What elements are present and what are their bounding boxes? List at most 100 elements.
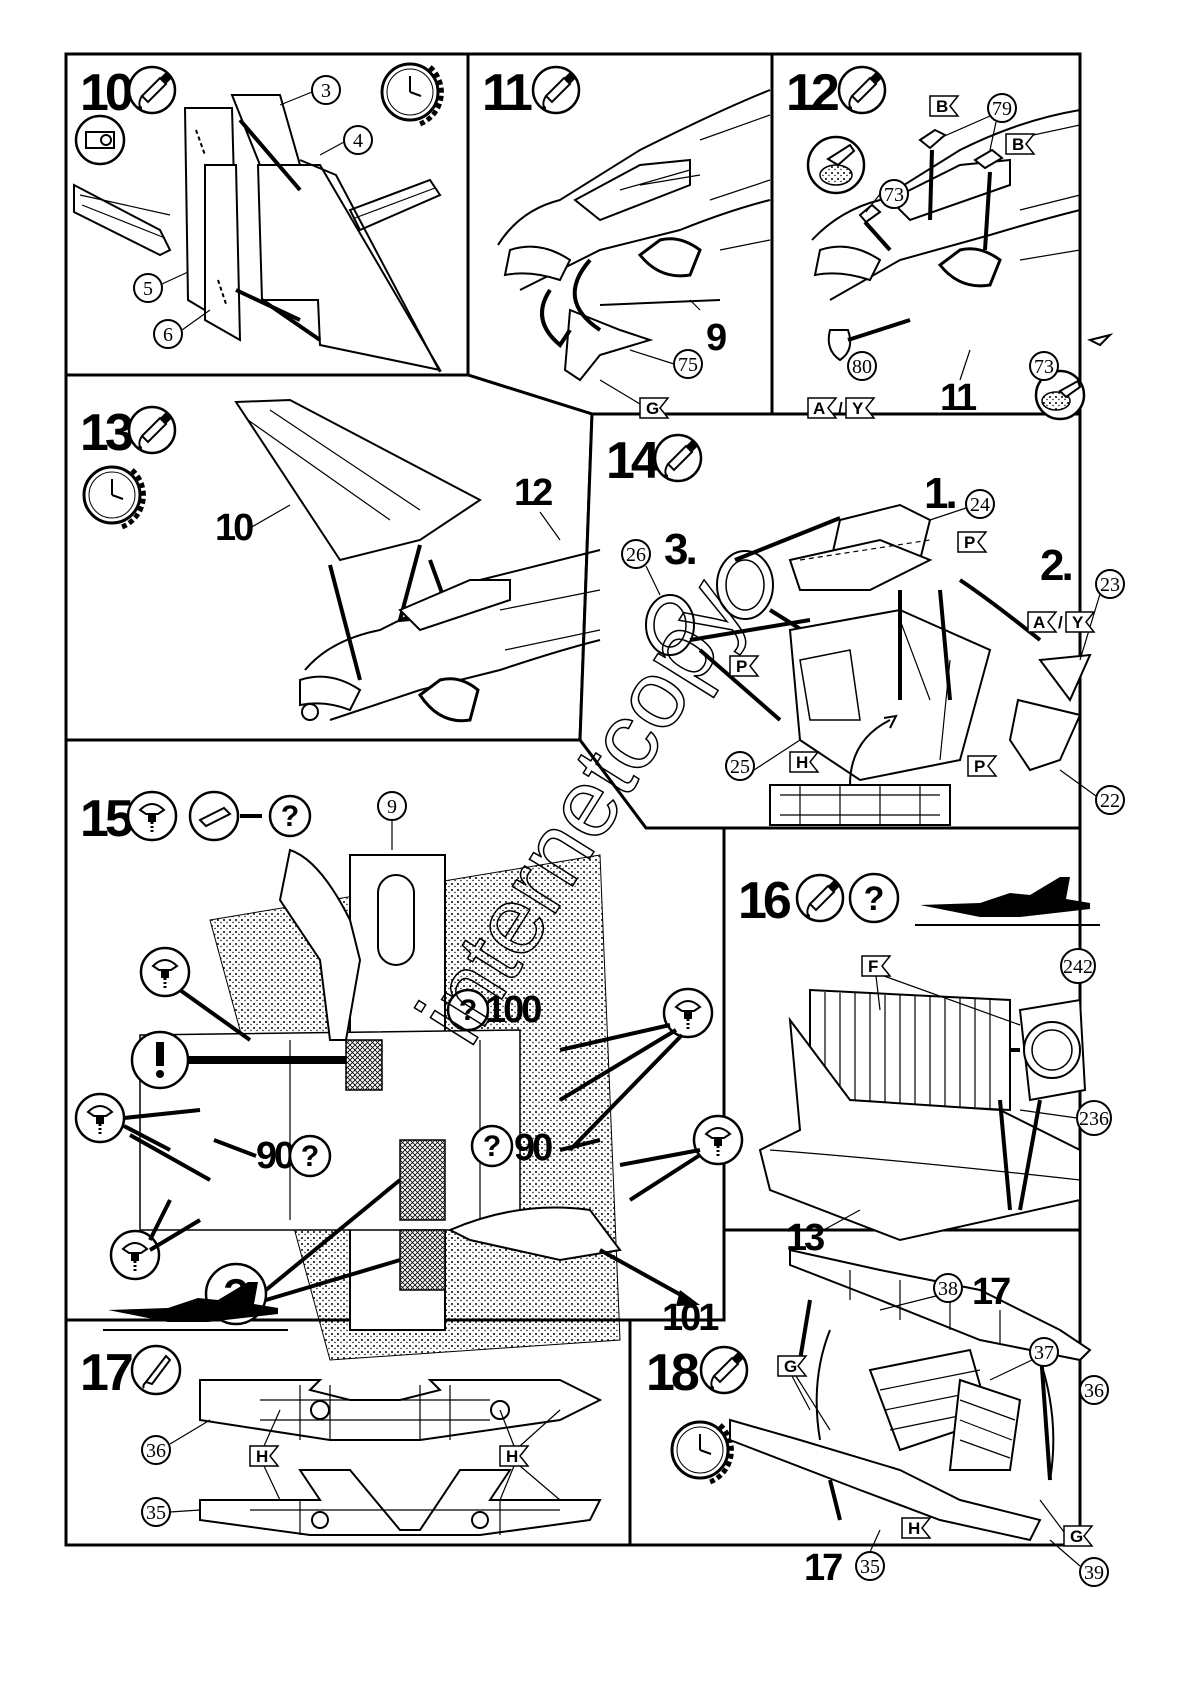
drill-icon xyxy=(694,1116,742,1164)
svg-text:/: / xyxy=(838,399,843,418)
knife-icon xyxy=(190,792,238,840)
part-24: 24 xyxy=(966,490,994,518)
svg-text:/: / xyxy=(1058,613,1063,632)
svg-text:36: 36 xyxy=(1084,1380,1104,1402)
svg-text:H: H xyxy=(506,1447,518,1466)
svg-text:B: B xyxy=(936,97,948,116)
drill-icon xyxy=(141,948,189,996)
svg-text:25: 25 xyxy=(730,756,750,778)
part-23: 23 xyxy=(1096,570,1124,598)
part-3: 3 xyxy=(312,76,340,104)
part-36: 36 xyxy=(1080,1376,1108,1404)
exclamation-icon xyxy=(132,1032,188,1088)
glue-tube-icon xyxy=(655,435,701,481)
substep-1: 1. xyxy=(924,469,955,518)
label-101: 101 xyxy=(662,1297,719,1339)
svg-text:5: 5 xyxy=(143,278,153,300)
part-75: 75 xyxy=(674,350,702,378)
part-80: 80 xyxy=(848,352,876,380)
step-10-number: 10 xyxy=(80,64,132,122)
glue-tube-icon xyxy=(797,875,843,921)
svg-text:Y: Y xyxy=(852,399,864,418)
svg-text:9: 9 xyxy=(387,796,397,818)
svg-text:36: 36 xyxy=(146,1440,166,1462)
flag-G-2: G xyxy=(1064,1526,1092,1546)
svg-text:35: 35 xyxy=(860,1556,880,1578)
label-11: 11 xyxy=(940,377,977,419)
svg-text:G: G xyxy=(646,399,659,418)
part-242: 242 xyxy=(1061,949,1095,983)
svg-text:35: 35 xyxy=(146,1502,166,1524)
part-35: 35 xyxy=(856,1552,884,1580)
label-10: 10 xyxy=(215,507,253,549)
svg-text:A: A xyxy=(813,399,825,418)
label-12: 12 xyxy=(514,472,552,514)
svg-text:6: 6 xyxy=(163,324,173,346)
part-26: 26 xyxy=(622,540,650,568)
svg-text:26: 26 xyxy=(626,544,646,566)
drill-icon xyxy=(128,792,176,840)
brush-icon xyxy=(132,1346,180,1394)
question-icon xyxy=(290,1136,330,1176)
flag-Y: Y xyxy=(1066,612,1094,632)
part-73b: 73 xyxy=(1030,352,1058,380)
svg-text:H: H xyxy=(256,1447,268,1466)
part-39: 39 xyxy=(1080,1558,1108,1586)
svg-text:38: 38 xyxy=(938,1278,958,1300)
question-icon xyxy=(270,796,310,836)
part-22: 22 xyxy=(1096,786,1124,814)
svg-text:39: 39 xyxy=(1084,1562,1104,1584)
glue-tube-icon xyxy=(701,1347,747,1393)
part-37: 37 xyxy=(1030,1338,1058,1366)
step-13-number: 13 xyxy=(80,404,133,462)
glue-tube-icon xyxy=(839,67,885,113)
step-18-number: 18 xyxy=(646,1344,699,1402)
svg-text:73: 73 xyxy=(884,184,904,206)
label-17-top: 17 xyxy=(972,1271,1010,1313)
part-73: 73 xyxy=(880,180,908,208)
question-icon xyxy=(472,1126,512,1166)
svg-text:A: A xyxy=(1033,613,1045,632)
svg-text:242: 242 xyxy=(1063,956,1093,978)
svg-text:F: F xyxy=(868,957,878,976)
part-25: 25 xyxy=(726,752,754,780)
part-236: 236 xyxy=(1077,1101,1111,1135)
svg-text:3: 3 xyxy=(321,80,331,102)
svg-text:24: 24 xyxy=(970,494,990,516)
label-17-bottom: 17 xyxy=(804,1547,842,1589)
drill-icon xyxy=(76,1094,124,1142)
drill-icon xyxy=(664,989,712,1037)
svg-text:22: 22 xyxy=(1100,790,1120,812)
step-12-number: 12 xyxy=(786,64,838,122)
svg-text:P: P xyxy=(964,533,975,552)
svg-text:G: G xyxy=(784,1357,797,1376)
knife-icon xyxy=(808,137,864,193)
clip-icon xyxy=(76,116,124,164)
svg-text:79: 79 xyxy=(992,98,1012,120)
svg-text:23: 23 xyxy=(1100,574,1120,596)
step-16-number: 16 xyxy=(738,872,791,930)
label-90-right: 90 xyxy=(514,1127,552,1169)
question-icon: ? xyxy=(850,874,898,922)
svg-text:?: ? xyxy=(864,880,885,918)
svg-text:236: 236 xyxy=(1079,1108,1109,1130)
svg-text:37: 37 xyxy=(1034,1342,1054,1364)
part-6: 6 xyxy=(154,320,182,348)
svg-text:4: 4 xyxy=(353,130,363,152)
svg-text:G: G xyxy=(1070,1527,1083,1546)
svg-text:Y: Y xyxy=(1072,613,1084,632)
part-36: 36 xyxy=(142,1436,170,1464)
part-35: 35 xyxy=(142,1498,170,1526)
step-17-number: 17 xyxy=(80,1344,132,1402)
part-9: 9 xyxy=(378,792,406,820)
part-4: 4 xyxy=(344,126,372,154)
svg-text:75: 75 xyxy=(678,354,698,376)
svg-text:P: P xyxy=(974,757,985,776)
part-5: 5 xyxy=(134,274,162,302)
label-9: 9 xyxy=(706,317,726,359)
part-79: 79 xyxy=(988,94,1016,122)
svg-text:73: 73 xyxy=(1034,356,1054,378)
svg-text:B: B xyxy=(1012,135,1024,154)
glue-tube-icon xyxy=(129,407,175,453)
